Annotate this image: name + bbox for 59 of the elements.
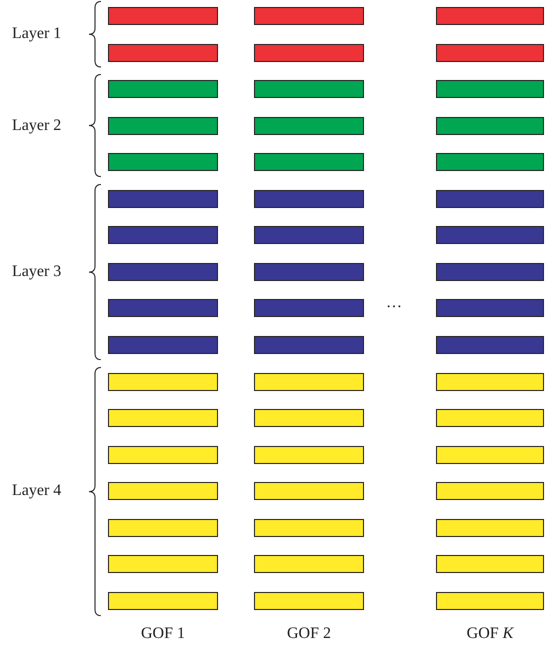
bar <box>254 336 364 354</box>
bar <box>108 80 218 98</box>
bar <box>108 446 218 464</box>
bar <box>436 518 544 537</box>
bar <box>436 409 544 428</box>
bar <box>254 518 364 537</box>
bar <box>254 482 364 500</box>
bar <box>254 592 364 610</box>
bar <box>254 44 364 62</box>
bar <box>254 190 364 208</box>
bar <box>436 116 544 135</box>
layer-label: Layer 2 <box>11 116 62 136</box>
bar <box>436 190 544 208</box>
column-label: GOF 2 <box>286 624 332 644</box>
bar <box>254 7 364 25</box>
bar <box>108 7 218 25</box>
bar <box>108 190 218 208</box>
ellipsis: … <box>385 293 403 314</box>
bar <box>108 226 218 244</box>
bar <box>108 555 218 574</box>
bar <box>254 116 364 135</box>
bar <box>108 116 218 135</box>
bar <box>254 446 364 464</box>
bar <box>436 299 544 318</box>
bar <box>108 592 218 610</box>
bar <box>254 409 364 428</box>
bar <box>254 372 364 390</box>
bar <box>108 372 218 390</box>
bar <box>254 555 364 574</box>
bar <box>108 482 218 500</box>
bar <box>108 518 218 537</box>
bar <box>436 153 544 172</box>
bar <box>436 7 544 25</box>
bar <box>436 592 544 610</box>
bar <box>108 409 218 428</box>
bar <box>254 299 364 318</box>
bar <box>436 226 544 244</box>
bar <box>436 44 544 62</box>
column-label: GOF 1 <box>140 624 186 644</box>
bar <box>254 80 364 98</box>
bar <box>436 555 544 574</box>
column-label: GOF K <box>466 624 515 644</box>
bar <box>254 153 364 172</box>
bar <box>254 262 364 281</box>
bar <box>436 372 544 390</box>
bar <box>436 336 544 354</box>
layer-label: Layer 3 <box>11 262 62 282</box>
bar <box>108 153 218 172</box>
bar <box>436 262 544 281</box>
layer-label: Layer 4 <box>11 481 62 502</box>
bar <box>436 482 544 500</box>
bar <box>108 44 218 62</box>
bar <box>108 262 218 281</box>
bar <box>108 336 218 354</box>
bar <box>254 226 364 244</box>
bar <box>436 446 544 464</box>
bar <box>436 80 544 98</box>
bar <box>108 299 218 318</box>
layer-label: Layer 1 <box>11 24 62 44</box>
